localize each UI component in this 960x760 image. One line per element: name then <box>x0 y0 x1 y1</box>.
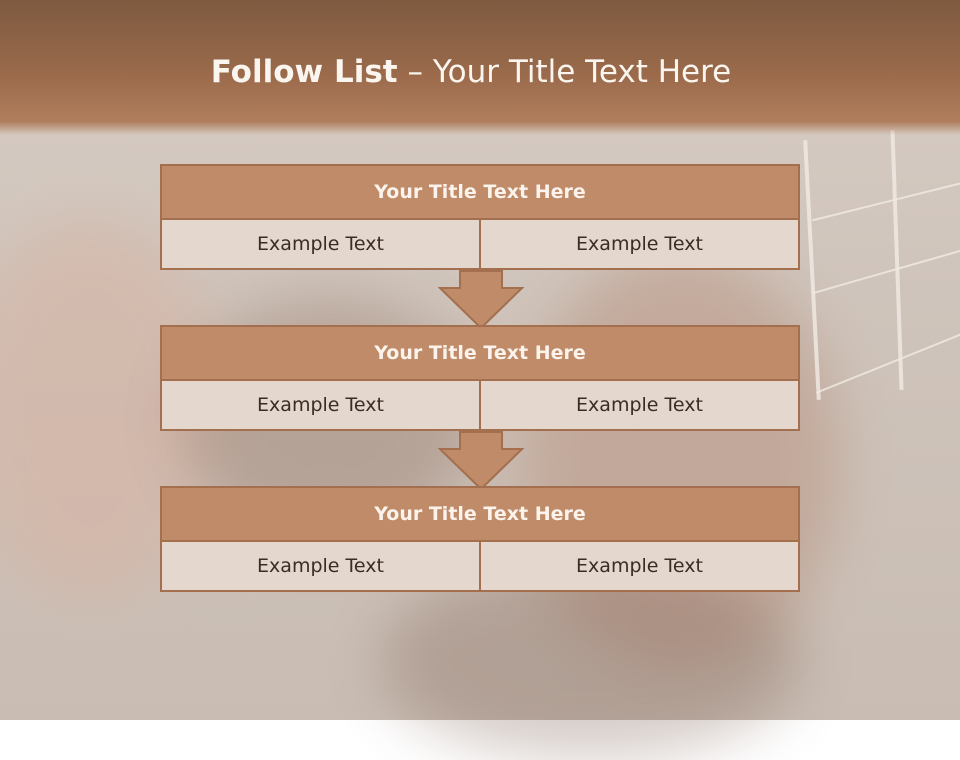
guitar-fret <box>890 130 904 390</box>
step-box-1: Your Title Text Here Example Text Exampl… <box>160 164 800 270</box>
step-cell-right: Example Text <box>481 381 800 431</box>
step-row: Example Text Example Text <box>160 220 800 270</box>
step-cell-left: Example Text <box>160 220 481 270</box>
step-row: Example Text Example Text <box>160 542 800 592</box>
slide-title: Follow List – Your Title Text Here <box>0 54 942 90</box>
slide-title-rest: – Your Title Text Here <box>397 54 732 90</box>
step-cell-left: Example Text <box>160 542 481 592</box>
step-cell-right: Example Text <box>481 542 800 592</box>
background-shape <box>520 250 840 670</box>
step-box-2: Your Title Text Here Example Text Exampl… <box>160 325 800 431</box>
step-cell-left: Example Text <box>160 381 481 431</box>
step-box-3: Your Title Text Here Example Text Exampl… <box>160 486 800 592</box>
guitar-string <box>812 247 960 295</box>
step-row: Example Text Example Text <box>160 381 800 431</box>
guitar-string <box>812 180 960 222</box>
down-arrow-icon <box>438 270 524 330</box>
step-cell-right: Example Text <box>481 220 800 270</box>
step-title: Your Title Text Here <box>160 486 800 542</box>
step-title: Your Title Text Here <box>160 325 800 381</box>
header-band <box>0 0 960 135</box>
down-arrow-icon <box>438 431 524 491</box>
guitar-string <box>815 328 960 394</box>
step-title: Your Title Text Here <box>160 164 800 220</box>
slide-title-bold: Follow List <box>210 54 398 90</box>
